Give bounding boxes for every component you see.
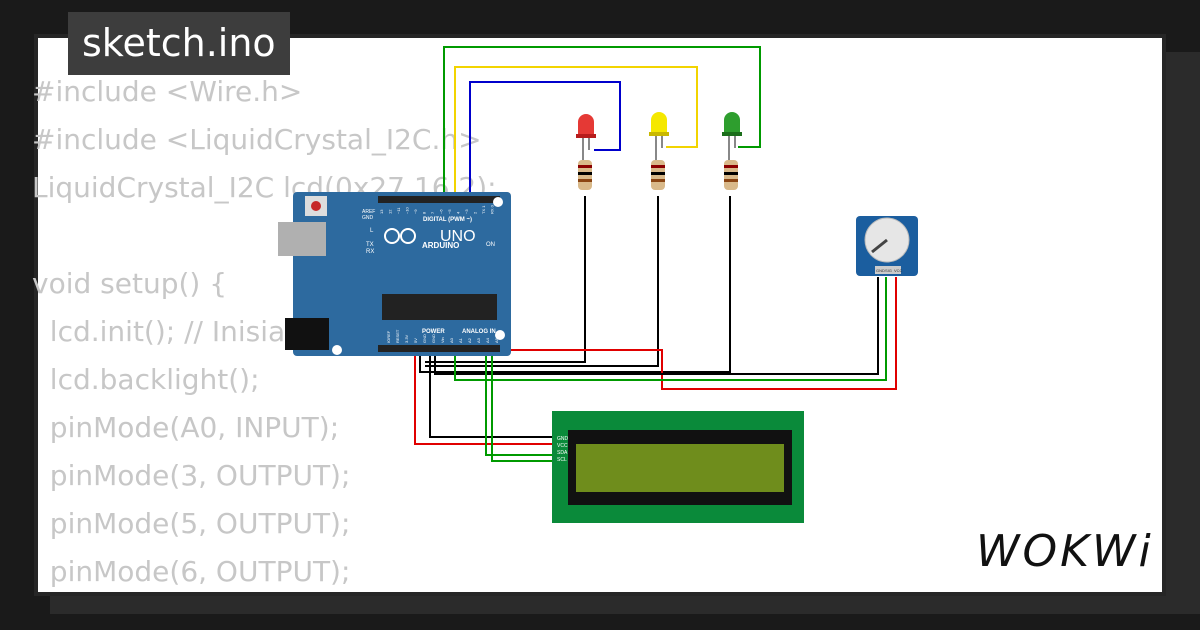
top-pin-label: RX 0 <box>490 204 495 214</box>
file-tab[interactable]: sketch.ino <box>68 12 290 75</box>
rx-label: RX <box>366 249 374 255</box>
bottom-pin-label: IOREF <box>386 330 391 343</box>
tx-label: TX <box>366 242 374 248</box>
top-pin-label: 4 <box>456 211 461 214</box>
code-line: pinMode(3, OUTPUT); <box>32 459 351 492</box>
top-pin-label: 2 <box>473 211 478 214</box>
pot-pin-label: VCC <box>894 268 903 273</box>
bottom-pin-label: A0 <box>449 337 454 343</box>
resistor-3[interactable] <box>724 160 738 190</box>
lcd-pin-label: GND <box>557 436 569 442</box>
bottom-pin-label: 5V <box>413 338 418 343</box>
on-label: ON <box>486 242 495 248</box>
wire-led-green-gnd <box>419 196 731 373</box>
lcd-pin-label: VCC <box>557 443 568 449</box>
digital-header <box>378 196 500 203</box>
wire-black-pot <box>434 277 879 375</box>
arduino-uno-board[interactable]: ARDUINO UNO DIGITAL (PWM ~) POWER ANALOG… <box>278 192 511 356</box>
bottom-pin-label: A5 <box>494 337 499 343</box>
arduino-brand: ARDUINO <box>422 241 459 250</box>
wire-red-pot <box>425 277 897 390</box>
arduino-infinity-icon <box>384 228 400 244</box>
pot-pin-label: SIG <box>885 268 892 273</box>
code-line: #include <Wire.h> <box>32 75 303 108</box>
bottom-pin-label: A3 <box>476 337 481 343</box>
top-pin-label: TX 1 <box>481 205 486 214</box>
arduino-model: UNO <box>440 228 476 245</box>
wire-green-a0 <box>454 277 887 381</box>
aref-label: AREF <box>362 209 375 215</box>
wire-yellow <box>454 66 698 196</box>
power-label: POWER <box>422 329 445 335</box>
lcd-pin-label: SDA <box>557 450 568 456</box>
top-pin-label: ~3 <box>464 209 469 214</box>
wire-green-sda <box>485 350 556 456</box>
top-pin-label: ~5 <box>447 209 452 214</box>
bottom-pin-label: GND <box>431 334 436 343</box>
top-pin-label: ~9 <box>413 209 418 214</box>
bottom-pin-labels: IOREF RESET 3.3V 5V GND GND Vin A0 A1 A2 A3 A4 A5 <box>386 329 499 343</box>
resistor-2[interactable] <box>651 160 665 190</box>
atmega-chip <box>382 294 497 320</box>
top-pin-label: 13 <box>379 209 384 214</box>
bottom-pin-label: GND <box>422 334 427 343</box>
resistor-1[interactable] <box>578 160 592 190</box>
potentiometer-knob-indicator <box>871 238 888 254</box>
bottom-pin-label: A1 <box>458 337 463 343</box>
code-line: pinMode(6, OUTPUT); <box>32 555 351 588</box>
bottom-pin-label: A2 <box>467 337 472 343</box>
led-red[interactable] <box>576 114 596 160</box>
top-pin-label: ~6 <box>439 209 444 214</box>
code-editor: #include <Wire.h> #include <LiquidCrystal… <box>32 68 497 596</box>
bottom-pin-label: 3.3V <box>404 334 409 343</box>
bottom-pin-label: Vin <box>440 337 445 343</box>
digital-label: DIGITAL (PWM ~) <box>423 217 472 223</box>
l-label: L <box>370 228 374 234</box>
lcd-screen <box>576 444 784 492</box>
reset-button <box>311 201 321 211</box>
analog-label: ANALOG IN <box>462 329 496 335</box>
top-pin-label: 8 <box>422 211 427 214</box>
bottom-pin-label: A4 <box>485 337 490 343</box>
code-line: pinMode(A0, INPUT); <box>32 411 340 444</box>
wire-led-yellow-gnd <box>425 196 659 367</box>
lcd-pin-label: SCL <box>557 457 567 463</box>
wire-black-lcd <box>429 350 556 438</box>
wire-led-red-gnd <box>425 196 586 363</box>
led-green[interactable] <box>722 112 742 160</box>
pot-pin-label: GND <box>876 268 885 273</box>
top-pin-label: 12 <box>388 209 393 214</box>
code-line: #include <LiquidCrystal_I2C.h> <box>32 123 482 156</box>
code-line: lcd.backlight(); <box>32 363 260 396</box>
gnd-label: GND <box>362 215 374 221</box>
led-yellow[interactable] <box>649 112 669 160</box>
analog-header <box>378 345 500 352</box>
top-pin-label: ~11 <box>396 207 401 214</box>
wokwi-logo: WOKWi <box>976 526 1154 577</box>
code-line: pinMode(5, OUTPUT); <box>32 507 351 540</box>
wire-red-5v <box>414 350 556 445</box>
bottom-pin-label: RESET <box>395 329 400 343</box>
wire-green <box>443 46 761 196</box>
wire-blue <box>469 81 621 196</box>
wire-green-scl <box>491 350 556 462</box>
top-pin-label: ~10 <box>405 206 410 214</box>
top-pin-label: 7 <box>430 211 435 214</box>
code-line: void setup() { <box>32 267 228 300</box>
